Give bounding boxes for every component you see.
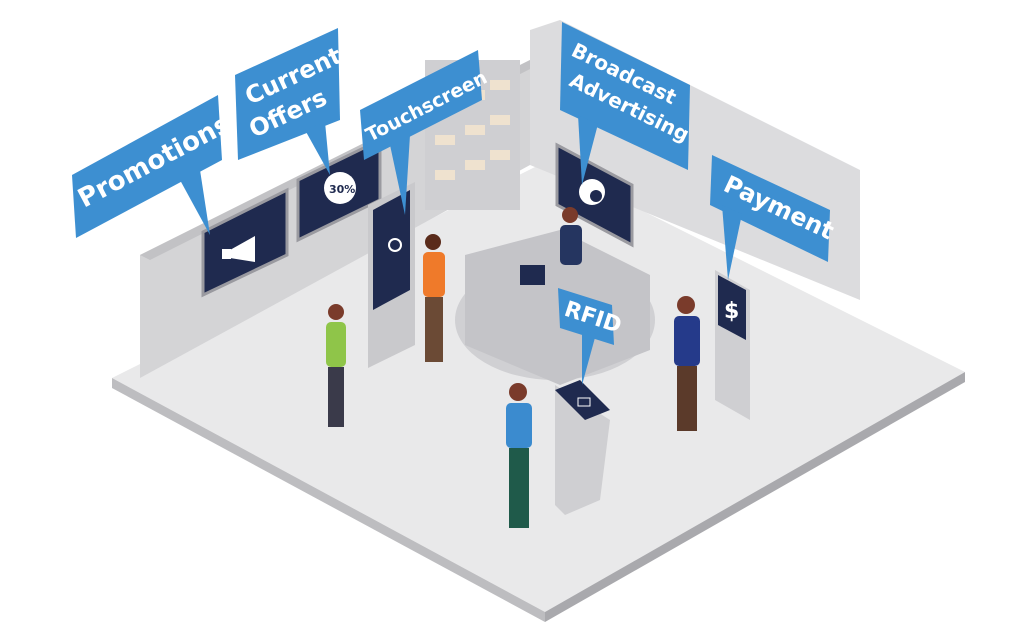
person-payer — [674, 296, 700, 431]
floor-edge-right — [545, 372, 965, 622]
rfid-kiosk — [555, 385, 610, 515]
discount-text: 30% — [329, 183, 355, 196]
person-cashier — [560, 207, 582, 265]
callout-current-offers: Current Offers — [235, 28, 346, 175]
payment-display — [718, 275, 746, 340]
rfid-reader — [555, 380, 610, 420]
person-rfid — [506, 383, 532, 528]
register — [520, 265, 545, 285]
counter — [465, 230, 650, 385]
rfid-card-icon — [577, 397, 591, 407]
floor-edge — [112, 378, 545, 622]
callout-promotions: Promotions — [72, 95, 236, 238]
touch-icon — [388, 238, 402, 252]
logo-icon-inner — [590, 190, 602, 202]
dollar-icon: $ — [724, 299, 739, 324]
person-shopper-orange — [423, 234, 445, 362]
discount-badge-icon — [324, 172, 356, 204]
person-shopper-green — [326, 304, 346, 427]
megaphone-icon — [222, 236, 255, 262]
